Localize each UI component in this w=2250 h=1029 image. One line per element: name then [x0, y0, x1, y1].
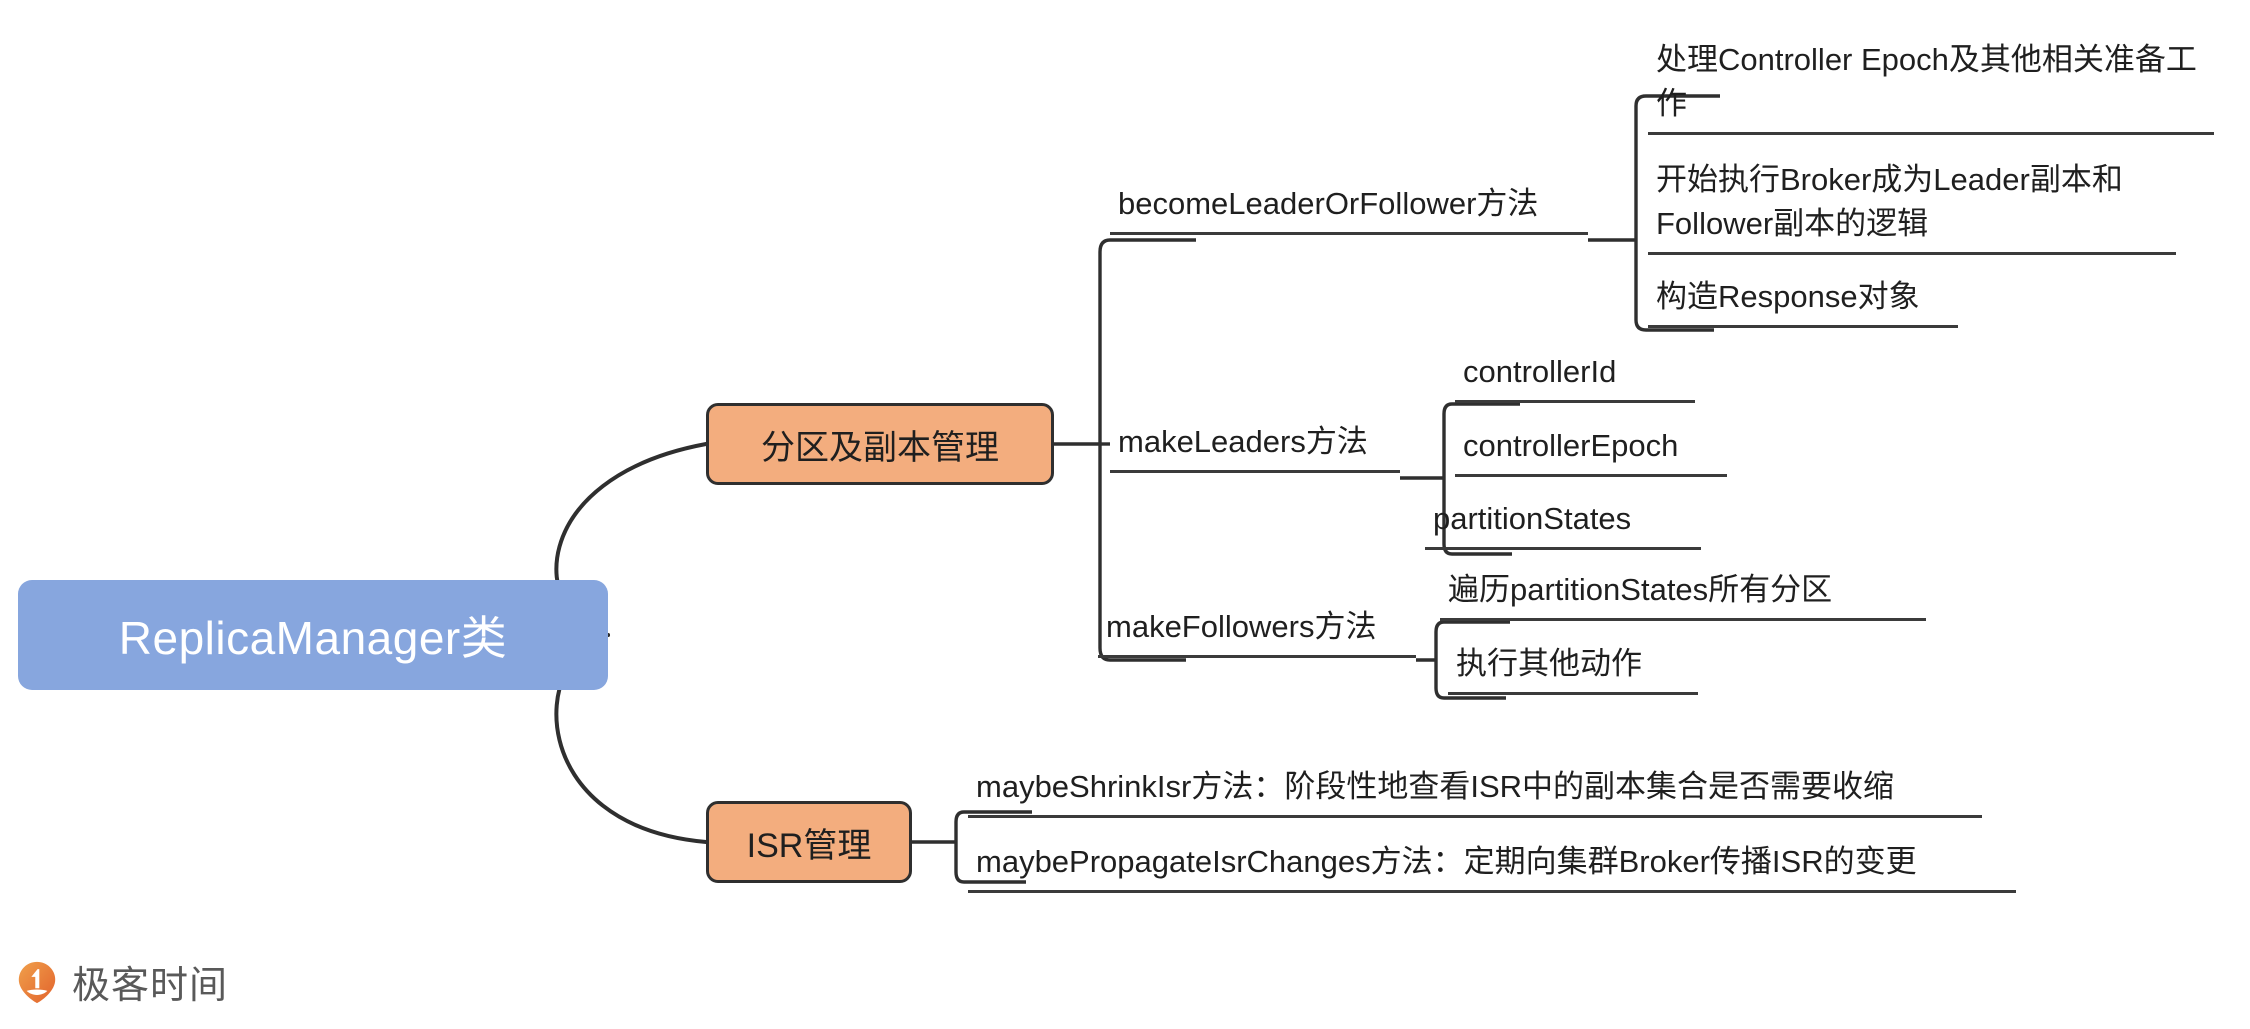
branch-node-label: 分区及副本管理 [761, 428, 999, 467]
node-controller-id[interactable]: controllerId [1455, 350, 1695, 404]
footer-logo-text: 极客时间 [72, 965, 229, 1007]
node-make-leaders-method[interactable]: makeLeaders方法 [1110, 420, 1400, 474]
node-execute-other-actions[interactable]: 执行其他动作 [1448, 642, 1698, 696]
node-become-leader-or-follower-method[interactable]: becomeLeaderOrFollower方法 [1110, 182, 1588, 236]
branch-node-partition-replica-management[interactable]: 分区及副本管理 [706, 403, 1054, 485]
node-make-followers-method[interactable]: makeFollowers方法 [1098, 605, 1416, 659]
node-handle-controller-epoch[interactable]: 处理Controller Epoch及其他相关准备工作 [1648, 38, 2214, 136]
node-traverse-partition-states[interactable]: 遍历partitionStates所有分区 [1440, 568, 1926, 622]
node-maybe-shrink-isr-method[interactable]: maybeShrinkIsr方法：阶段性地查看ISR中的副本集合是否需要收缩 [968, 765, 1982, 819]
geektime-pin-icon [14, 959, 60, 1005]
node-maybe-propagate-isr-changes-method[interactable]: maybePropagateIsrChanges方法：定期向集群Broker传播… [968, 840, 2016, 894]
branch-node-label: ISR管理 [746, 826, 872, 865]
node-construct-response-object[interactable]: 构造Response对象 [1648, 275, 1958, 329]
node-execute-broker-leader-follower-logic[interactable]: 开始执行Broker成为Leader副本和Follower副本的逻辑 [1648, 158, 2176, 256]
node-controller-epoch[interactable]: controllerEpoch [1455, 424, 1727, 478]
node-partition-states[interactable]: partitionStates [1425, 497, 1701, 551]
root-node-label: ReplicaManager类 [118, 612, 508, 664]
footer-logo: 极客时间 [14, 954, 228, 1009]
branch-node-isr-management[interactable]: ISR管理 [706, 801, 912, 883]
root-node[interactable]: ReplicaManager类 [18, 580, 608, 690]
